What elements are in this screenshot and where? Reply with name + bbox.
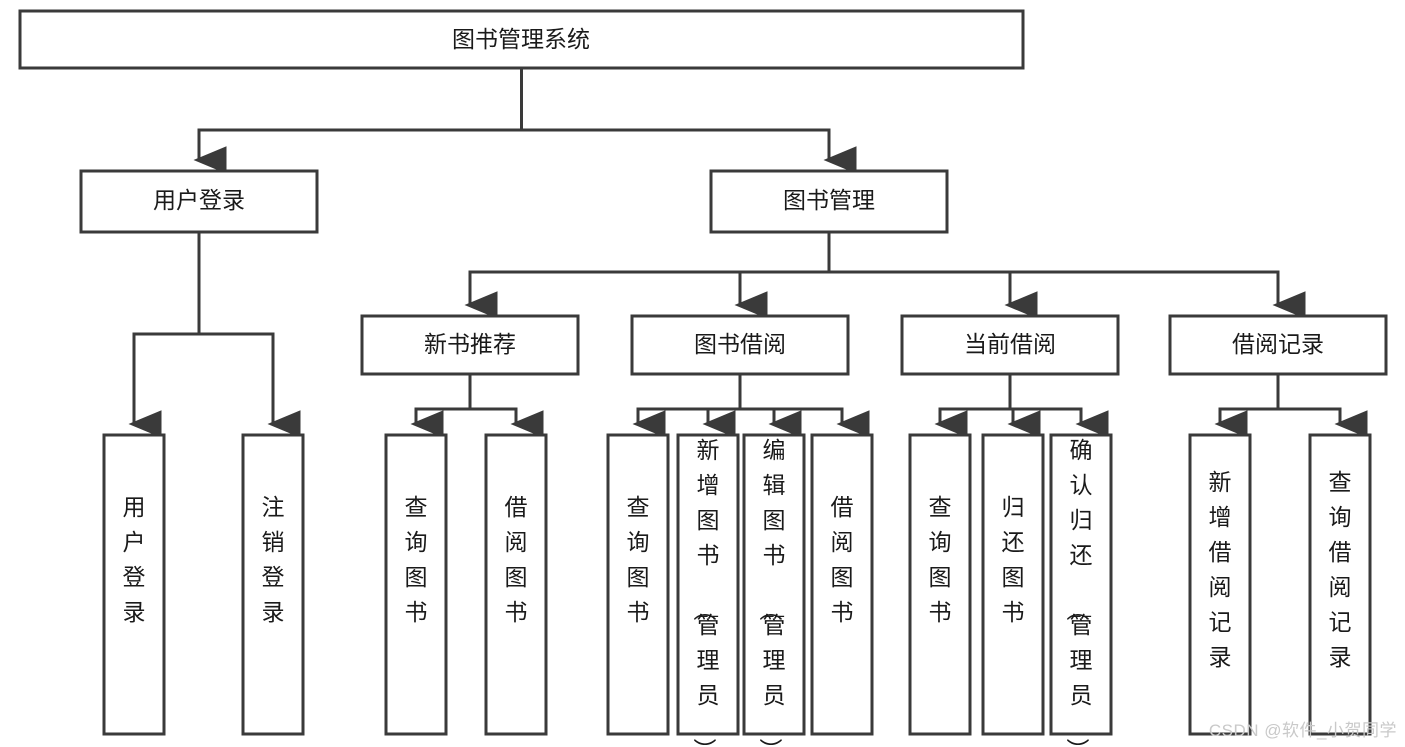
leaf-cb-query-book[interactable]: 查询图书 [908, 433, 972, 736]
leaf-cb-query-book-box[interactable] [908, 433, 972, 736]
node-book-borrow[interactable]: 图书借阅 [630, 314, 850, 376]
leaf-bb-query-book-box[interactable] [606, 433, 670, 736]
leaf-bb-query-book[interactable]: 查询图书 [606, 433, 670, 736]
node-new-book-rec[interactable]: 新书推荐 [360, 314, 580, 376]
leaf-user-login-label: 用户登录 [123, 494, 146, 625]
node-borrow-record[interactable]: 借阅记录 [1168, 314, 1388, 376]
node-user-login-box[interactable] [79, 169, 319, 234]
leaf-bb-add-book[interactable]: 新增图书（管理员） [676, 433, 740, 747]
node-book-manage-label: 图书管理 [783, 187, 875, 213]
node-borrow-record-box[interactable] [1168, 314, 1388, 376]
node-current-borrow-box[interactable] [900, 314, 1120, 376]
leaf-cb-return-book[interactable]: 归还图书 [981, 433, 1045, 736]
leaf-br-query-record-box[interactable] [1308, 433, 1372, 736]
leaf-bb-edit-book-label: 编辑图书（管理员） [758, 437, 786, 747]
leaf-bb-borrow-book-label: 借阅图书 [831, 494, 854, 625]
leaf-logout-box[interactable] [241, 433, 305, 736]
leaf-nbr-query-book-label: 查询图书 [405, 494, 428, 625]
leaf-bb-query-book-label: 查询图书 [627, 494, 650, 625]
leaf-cb-return-book-box[interactable] [981, 433, 1045, 736]
leaf-bb-borrow-book[interactable]: 借阅图书 [810, 433, 874, 736]
leaf-bb-borrow-book-box[interactable] [810, 433, 874, 736]
leaf-cb-return-book-label: 归还图书 [1002, 494, 1025, 625]
node-book-borrow-label: 图书借阅 [694, 331, 786, 357]
node-user-login[interactable]: 用户登录 [79, 169, 319, 234]
leaf-user-login-box[interactable] [102, 433, 166, 736]
leaf-nbr-query-book[interactable]: 查询图书 [384, 433, 448, 736]
leaf-bb-edit-book-box[interactable] [742, 433, 806, 736]
leaf-logout[interactable]: 注销登录 [241, 433, 305, 736]
leaf-br-add-record-label: 新增借阅记录 [1209, 469, 1232, 670]
node-book-manage[interactable]: 图书管理 [709, 169, 949, 234]
node-root-label: 图书管理系统 [452, 26, 590, 52]
leaf-br-query-record-label: 查询借阅记录 [1329, 469, 1352, 670]
leaf-user-login[interactable]: 用户登录 [102, 433, 166, 736]
leaf-bb-edit-book[interactable]: 编辑图书（管理员） [742, 433, 806, 747]
node-book-borrow-box[interactable] [630, 314, 850, 376]
node-current-borrow[interactable]: 当前借阅 [900, 314, 1120, 376]
leaf-bb-add-book-label: 新增图书（管理员） [692, 437, 720, 747]
node-new-book-rec-box[interactable] [360, 314, 580, 376]
leaf-nbr-borrow-book-box[interactable] [484, 433, 548, 736]
csdn-watermark: CSDN @软件_小贺同学 [1208, 721, 1397, 740]
node-book-manage-box[interactable] [709, 169, 949, 234]
leaf-br-add-record-box[interactable] [1188, 433, 1252, 736]
leaf-br-add-record[interactable]: 新增借阅记录 [1188, 433, 1252, 736]
leaf-cb-confirm-return-label: 确认归还（管理员） [1065, 437, 1093, 747]
node-root[interactable]: 图书管理系统 [18, 9, 1025, 70]
leaf-logout-label: 注销登录 [262, 494, 285, 625]
edge-layer [128, 66, 1368, 438]
leaf-br-query-record[interactable]: 查询借阅记录 [1308, 433, 1372, 736]
leaf-nbr-borrow-book[interactable]: 借阅图书 [484, 433, 548, 736]
node-current-borrow-label: 当前借阅 [964, 331, 1056, 357]
leaf-bb-add-book-box[interactable] [676, 433, 740, 736]
node-new-book-rec-label: 新书推荐 [424, 331, 516, 357]
node-borrow-record-label: 借阅记录 [1232, 331, 1324, 357]
leaf-cb-confirm-return[interactable]: 确认归还（管理员） [1049, 433, 1113, 747]
node-user-login-label: 用户登录 [153, 187, 245, 213]
leaf-nbr-query-book-box[interactable] [384, 433, 448, 736]
node-root-box[interactable] [18, 9, 1025, 70]
leaf-cb-confirm-return-box[interactable] [1049, 433, 1113, 736]
leaf-nbr-borrow-book-label: 借阅图书 [505, 494, 528, 625]
leaf-cb-query-book-label: 查询图书 [929, 494, 952, 625]
